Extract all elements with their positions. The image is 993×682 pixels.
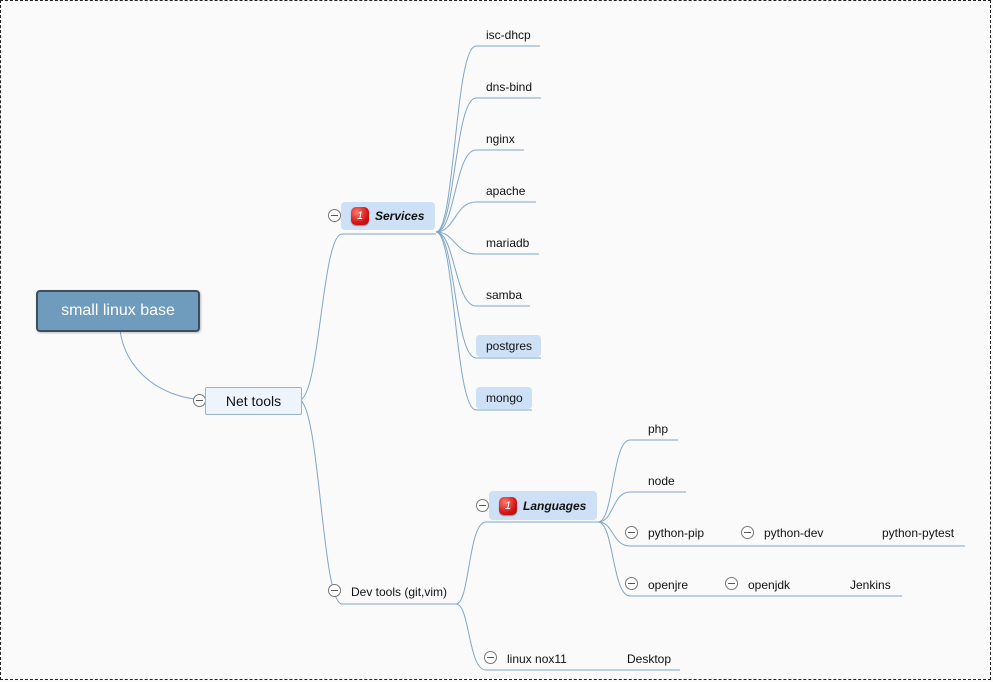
priority-badge-icon: 1 [499,496,517,515]
openjdk-node[interactable]: openjdk [748,578,791,592]
linux-nox11-node[interactable]: linux nox11 [507,652,567,666]
net-tools-label: Net tools [225,393,282,409]
language-item[interactable]: python-pip [648,526,705,540]
python-dev-node[interactable]: python-dev [764,526,824,540]
service-item-label: postgres [486,339,533,353]
python-pytest-node[interactable]: python-pytest [882,526,955,540]
root-label: small linux base [61,302,175,319]
collapse-toggle-icon[interactable] [328,209,341,222]
collapse-toggle-icon[interactable] [476,499,489,512]
priority-badge-icon: 1 [351,207,369,225]
collapse-toggle-icon[interactable] [484,651,497,664]
services-node[interactable]: 1 Services [341,202,435,230]
root-node[interactable]: small linux base [36,290,200,332]
collapse-toggle-icon[interactable] [725,577,738,590]
collapse-toggle-icon[interactable] [625,577,638,590]
collapse-toggle-icon[interactable] [625,526,638,539]
service-item[interactable]: apache [486,184,526,198]
service-item[interactable]: dns-bind [486,80,533,94]
language-item[interactable]: node [648,474,675,488]
service-item[interactable]: nginx [486,132,515,146]
languages-label: Languages [523,498,587,513]
service-item[interactable]: postgres [476,335,541,357]
languages-node[interactable]: 1 Languages [489,491,597,520]
service-item[interactable]: mongo [476,387,532,409]
collapse-toggle-icon[interactable] [328,584,341,597]
jenkins-node[interactable]: Jenkins [850,578,891,592]
dev-tools-node[interactable]: Dev tools (git,vim) [351,585,448,599]
collapse-toggle-icon[interactable] [741,526,754,539]
services-label: Services [375,209,425,223]
service-item[interactable]: isc-dhcp [486,28,531,42]
service-item[interactable]: mariadb [486,236,530,250]
language-item[interactable]: openjre [648,578,689,592]
service-item-label: mongo [486,391,523,405]
service-item[interactable]: samba [486,288,523,302]
language-item[interactable]: php [648,422,669,436]
desktop-node[interactable]: Desktop [627,652,672,666]
net-tools-node[interactable]: Net tools [205,387,302,415]
